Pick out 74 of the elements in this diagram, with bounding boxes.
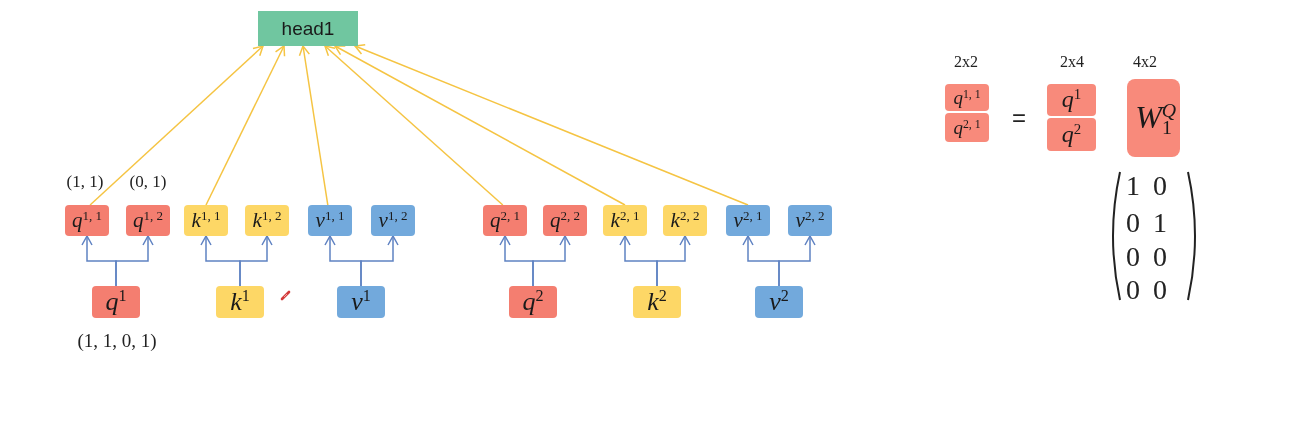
query-box bbox=[483, 205, 527, 236]
vector-symbol: q$^{2, 2}$ bbox=[550, 208, 580, 233]
matrix-entry: 1 bbox=[1153, 209, 1167, 237]
head-label: head1 bbox=[281, 17, 335, 40]
key-box bbox=[216, 286, 264, 318]
value-box bbox=[337, 286, 385, 318]
value-box bbox=[788, 205, 832, 236]
matrix-entry: 0 bbox=[1126, 276, 1140, 304]
value-box bbox=[371, 205, 415, 236]
matrix-entry: 0 bbox=[1153, 276, 1167, 304]
matrix-size-label: 2x2 bbox=[954, 54, 978, 70]
vector-symbol: q$^{2}$ bbox=[522, 287, 544, 317]
matrix-size-label: 4x2 bbox=[1133, 54, 1157, 70]
query-box bbox=[1047, 118, 1096, 151]
arrow bbox=[656, 235, 691, 287]
vector-symbol: k$^{1, 1}$ bbox=[191, 208, 221, 233]
vector-symbol: q$^{1}$ bbox=[1061, 86, 1082, 114]
vector-values-label: (1, 1) bbox=[66, 172, 104, 190]
arrow bbox=[778, 235, 816, 287]
vector-symbol: q$^{1, 1}$ bbox=[72, 208, 102, 233]
query-box bbox=[65, 205, 109, 236]
query-box bbox=[1047, 84, 1096, 116]
query-box bbox=[509, 286, 557, 318]
value-box bbox=[308, 205, 352, 236]
vector-symbol: q$^{1}$ bbox=[105, 287, 127, 317]
value-box bbox=[755, 286, 803, 318]
key-box bbox=[633, 286, 681, 318]
vector-symbol: v$^{1}$ bbox=[351, 287, 371, 317]
matrix-entry: 0 bbox=[1126, 243, 1140, 271]
equals-sign: = bbox=[1012, 106, 1026, 130]
vector-symbol: v$^{1, 2}$ bbox=[378, 208, 408, 233]
arrow bbox=[354, 44, 749, 206]
vector-symbol: v$^{2, 2}$ bbox=[795, 208, 825, 233]
vector-symbol: k$^{2, 1}$ bbox=[610, 208, 640, 233]
vector-symbol: k$^{2}$ bbox=[647, 287, 667, 317]
matrix-entry: 0 bbox=[1153, 243, 1167, 271]
query-box bbox=[92, 286, 140, 318]
query-box bbox=[945, 113, 989, 142]
vector-symbol: v$^{2}$ bbox=[769, 287, 789, 317]
vector-values-label: (1, 1, 0, 1) bbox=[77, 330, 157, 350]
vector-symbol: k$^{1}$ bbox=[230, 287, 250, 317]
query-box bbox=[126, 205, 170, 236]
head-box bbox=[258, 11, 358, 46]
key-box bbox=[663, 205, 707, 236]
weight-matrix-box bbox=[1127, 79, 1180, 157]
vector-symbol: v$^{2, 1}$ bbox=[733, 208, 763, 233]
vector-symbol: k$^{2, 2}$ bbox=[670, 208, 700, 233]
arrow bbox=[239, 235, 273, 287]
arrow bbox=[334, 45, 626, 206]
vector-values-label: (0, 1) bbox=[129, 172, 167, 190]
arrow bbox=[360, 235, 399, 287]
vector-symbol: k$^{1, 2}$ bbox=[252, 208, 282, 233]
matrix-entry: 0 bbox=[1153, 172, 1167, 200]
arrow bbox=[205, 45, 286, 206]
query-box bbox=[945, 84, 989, 111]
vector-symbol: v$^{1, 1}$ bbox=[315, 208, 345, 233]
arrow bbox=[89, 45, 264, 206]
arrow bbox=[115, 235, 154, 287]
arrow bbox=[324, 45, 504, 206]
value-box bbox=[726, 205, 770, 236]
vector-symbol: q$^{1, 2}$ bbox=[133, 208, 163, 233]
vector-symbol: q$^{2}$ bbox=[1061, 120, 1082, 149]
arrow bbox=[532, 235, 571, 287]
key-box bbox=[184, 205, 228, 236]
query-box bbox=[543, 205, 587, 236]
vector-symbol: q$^{2, 1}$ bbox=[953, 116, 981, 139]
matrix-size-label: 2x4 bbox=[1060, 54, 1084, 70]
key-box bbox=[245, 205, 289, 236]
matrix-entry: 1 bbox=[1126, 172, 1140, 200]
vector-symbol: q$^{1, 1}$ bbox=[953, 86, 981, 109]
key-box bbox=[603, 205, 647, 236]
vector-symbol: q$^{2, 1}$ bbox=[490, 208, 520, 233]
arrow bbox=[298, 45, 329, 206]
matrix-entry: 0 bbox=[1126, 209, 1140, 237]
